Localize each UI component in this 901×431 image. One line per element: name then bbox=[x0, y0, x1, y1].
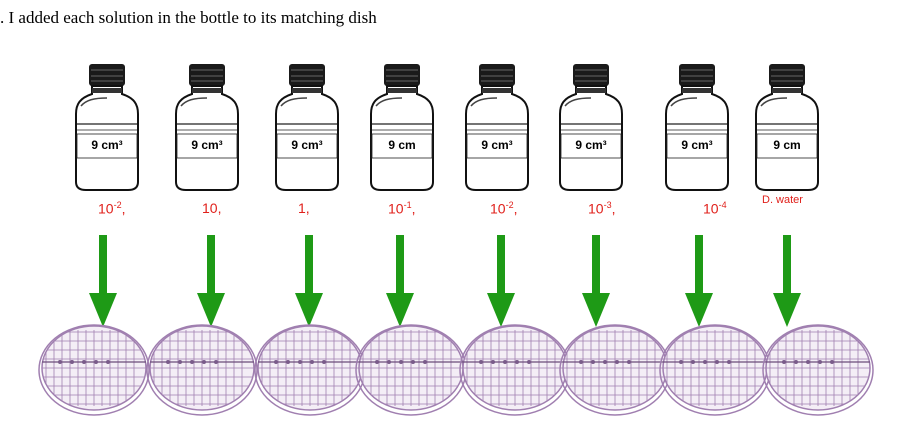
concentration-label-6: 10-3, bbox=[588, 200, 615, 217]
down-arrow-icon bbox=[684, 235, 714, 327]
concentration-label-8: D. water bbox=[762, 194, 803, 206]
concentration-base: 10 bbox=[703, 200, 719, 217]
petri-dish-5 bbox=[459, 318, 571, 418]
concentration-label-5: 10-2, bbox=[490, 200, 517, 217]
down-arrow-icon bbox=[88, 235, 118, 327]
down-arrow-icon bbox=[385, 235, 415, 327]
petri-dish-2 bbox=[146, 318, 258, 418]
down-arrow-icon bbox=[486, 235, 516, 327]
concentration-comma: , bbox=[513, 200, 518, 217]
concentration-comma: , bbox=[411, 200, 416, 217]
concentration-exponent: -1 bbox=[403, 200, 412, 210]
concentration-label-1: 10-2, bbox=[98, 200, 125, 217]
concentration-base: 10 bbox=[98, 200, 114, 217]
bottle-2: 9 cm³ bbox=[172, 62, 242, 192]
petri-dish-4 bbox=[355, 318, 467, 418]
bottle-volume-label: 9 cm³ bbox=[191, 138, 223, 152]
bottle-volume-label: 9 cm³ bbox=[575, 138, 607, 152]
concentration-comma: , bbox=[121, 200, 126, 217]
bottle-volume-label: 9 cm³ bbox=[91, 138, 123, 152]
question-text: . I added each solution in the bottle to… bbox=[0, 8, 377, 27]
bottle-volume-label: 9 cm³ bbox=[481, 138, 513, 152]
petri-dish-6 bbox=[559, 318, 671, 418]
concentration-base: 10 bbox=[490, 200, 506, 217]
concentration-exponent: -4 bbox=[718, 200, 727, 210]
concentration-exponent: -2 bbox=[113, 200, 122, 210]
bottle-5: 9 cm³ bbox=[462, 62, 532, 192]
concentration-label-4: 10-1, bbox=[388, 200, 415, 217]
bottle-volume-label: 9 cm³ bbox=[681, 138, 713, 152]
concentration-label-2: 10, bbox=[202, 200, 221, 216]
concentration-label-3: 1, bbox=[298, 200, 310, 216]
bottle-3: 9 cm³ bbox=[272, 62, 342, 192]
down-arrow-icon bbox=[294, 235, 324, 327]
petri-dish-1 bbox=[38, 318, 150, 418]
concentration-base: D. water bbox=[762, 194, 803, 206]
concentration-label-7: 10-4 bbox=[703, 200, 727, 217]
concentration-exponent: -2 bbox=[505, 200, 514, 210]
concentration-exponent: -3 bbox=[603, 200, 612, 210]
bottle-7: 9 cm³ bbox=[662, 62, 732, 192]
bottle-volume-label: 9 cm bbox=[388, 138, 416, 152]
concentration-comma: , bbox=[611, 200, 616, 217]
down-arrow-icon bbox=[772, 235, 802, 327]
petri-dish-8 bbox=[762, 318, 874, 418]
bottle-1: 9 cm³ bbox=[72, 62, 142, 192]
bottle-volume-label: 9 cm³ bbox=[291, 138, 323, 152]
concentration-base: 10 bbox=[388, 200, 404, 217]
petri-dish-3 bbox=[254, 318, 366, 418]
bottle-8: 9 cm bbox=[752, 62, 822, 192]
bottle-6: 9 cm³ bbox=[556, 62, 626, 192]
down-arrow-icon bbox=[196, 235, 226, 327]
concentration-base: 1, bbox=[298, 200, 310, 216]
bottle-4: 9 cm bbox=[367, 62, 437, 192]
concentration-base: 10 bbox=[588, 200, 604, 217]
petri-dish-7 bbox=[659, 318, 771, 418]
bottle-volume-label: 9 cm bbox=[773, 138, 801, 152]
concentration-base: 10, bbox=[202, 200, 222, 216]
down-arrow-icon bbox=[581, 235, 611, 327]
